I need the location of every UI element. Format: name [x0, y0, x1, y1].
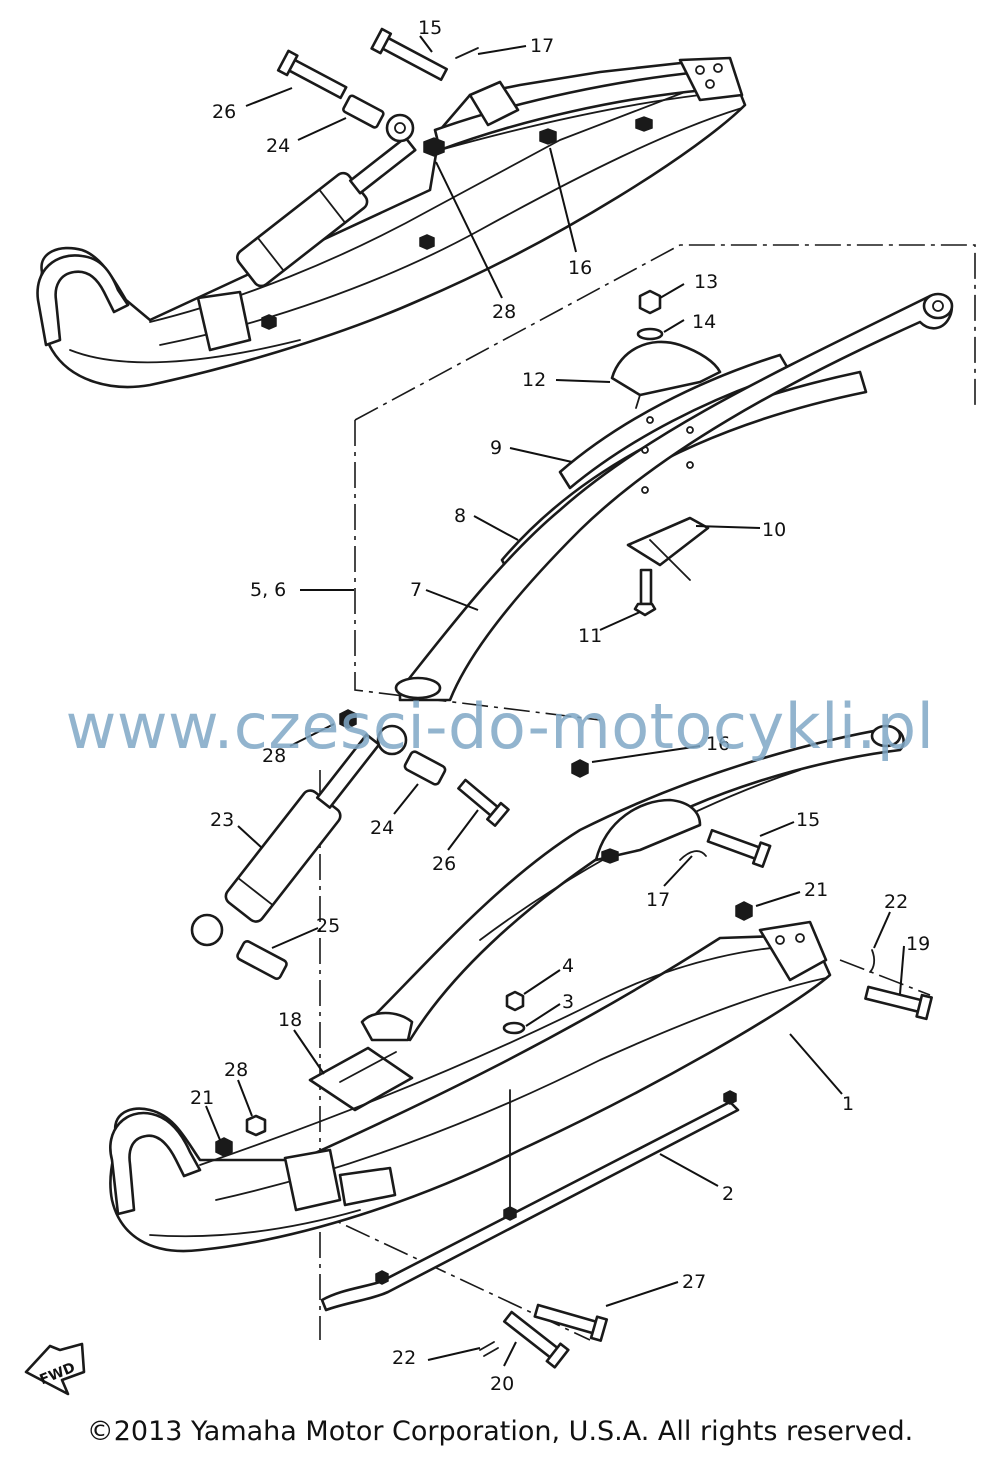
copyright-notice: ©2013 Yamaha Motor Corporation, U.S.A. A…	[86, 1416, 914, 1447]
callout-4: 4	[562, 955, 574, 977]
callout-22-low: 22	[392, 1347, 416, 1369]
callout-24-top: 24	[266, 135, 290, 157]
callout-22-right: 22	[884, 891, 908, 913]
callout-17-mid: 17	[646, 889, 670, 911]
callout-28-top: 28	[492, 301, 516, 323]
skag-runner	[320, 1089, 740, 1312]
callout-28-low: 28	[224, 1059, 248, 1081]
callout-26-mid: 26	[432, 853, 456, 875]
assembled-ski-top	[36, 56, 747, 389]
callout-12: 12	[522, 369, 546, 391]
callout-5-6: 5, 6	[250, 579, 286, 601]
callout-13: 13	[694, 271, 718, 293]
callout-8: 8	[454, 505, 466, 527]
top-loose-hardware	[276, 27, 479, 129]
callout-21-low: 21	[190, 1087, 214, 1109]
callout-20: 20	[490, 1373, 514, 1395]
ski-body-lower	[109, 901, 832, 1253]
callout-numbers: 15 17 26 24 16 28 13 14 12 9 8 10 5, 6 7…	[190, 17, 930, 1395]
watermark-url: www.czesci-do-motocykli.pl	[65, 690, 935, 763]
callout-26-top: 26	[212, 101, 236, 123]
callout-14: 14	[692, 311, 716, 333]
lower-spring-and-shock	[190, 709, 905, 1112]
callout-15-mid: 15	[796, 809, 820, 831]
callout-16-top: 16	[568, 257, 592, 279]
callout-25: 25	[316, 915, 340, 937]
callout-7: 7	[410, 579, 422, 601]
callout-2: 2	[722, 1183, 734, 1205]
spring-assembly	[394, 289, 954, 702]
callout-17-top: 17	[530, 35, 554, 57]
callout-10: 10	[762, 519, 786, 541]
fwd-arrow-icon: FWD	[24, 1342, 86, 1396]
callout-18: 18	[278, 1009, 302, 1031]
callout-21-right: 21	[804, 879, 828, 901]
callout-15-top: 15	[418, 17, 442, 39]
callout-27: 27	[682, 1271, 706, 1293]
callout-11: 11	[578, 625, 602, 647]
lower-bolts	[479, 949, 933, 1369]
callout-3: 3	[562, 991, 574, 1013]
callout-1: 1	[842, 1093, 854, 1115]
leader-lines	[205, 35, 905, 1367]
callout-23: 23	[210, 809, 234, 831]
callout-19: 19	[906, 933, 930, 955]
callout-28-mid: 28	[262, 745, 286, 767]
callout-9: 9	[490, 437, 502, 459]
callout-16-mid: 16	[706, 733, 730, 755]
callout-24-mid: 24	[370, 817, 394, 839]
